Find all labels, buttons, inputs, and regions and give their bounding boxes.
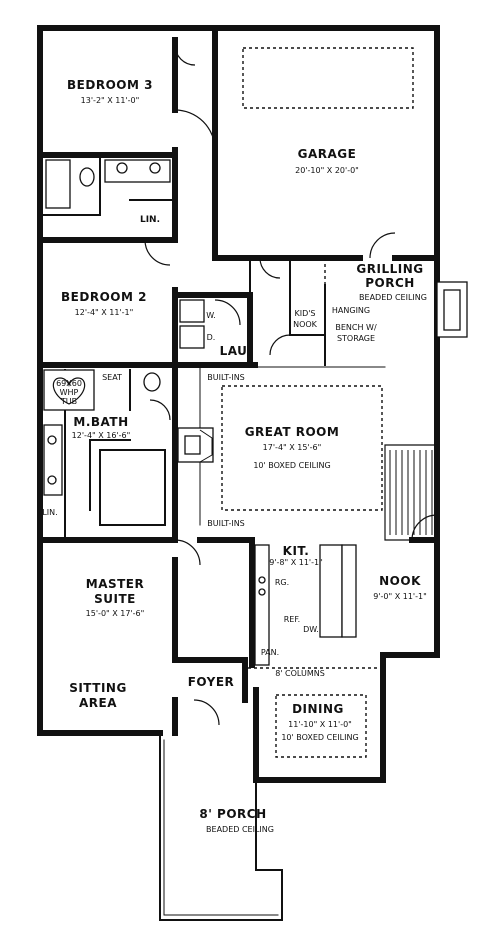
columns-label: 8' COLUMNS	[275, 669, 325, 678]
garage-dims: 20'-10" X 20'-0"	[295, 166, 359, 175]
range-label: RG.	[275, 578, 289, 587]
builtins-bottom-label: BUILT-INS	[207, 519, 245, 528]
door-swings	[144, 44, 438, 726]
tub-label1: 69X60	[56, 379, 82, 388]
kids-nook-line1: KID'S	[294, 309, 315, 318]
dining-dims: 11'-10" X 11'-0"	[288, 720, 352, 729]
great-room-name: GREAT ROOM	[245, 425, 340, 439]
mbath-name: M.BATH	[73, 415, 128, 429]
porch-name: 8' PORCH	[199, 807, 266, 821]
porch-note: BEADED CEILING	[206, 825, 274, 834]
nook-dims: 9'-0" X 11'-1"	[373, 592, 427, 601]
bedroom2-name: BEDROOM 2	[61, 290, 147, 304]
bedroom3-dims: 13'-2" X 11'-0"	[81, 96, 140, 105]
sitting-area-name1: SITTING	[69, 681, 127, 695]
tub-label2: WHP	[60, 388, 79, 397]
sitting-area-name2: AREA	[79, 696, 117, 710]
exterior-walls	[37, 25, 440, 783]
builtins-top-label: BUILT-INS	[207, 373, 245, 382]
bedroom3-name: BEDROOM 3	[67, 78, 153, 92]
foyer-name: FOYER	[188, 675, 235, 689]
lin-top-label: LIN.	[140, 215, 160, 225]
mbath-dims: 12'-4" X 16'-6"	[72, 431, 131, 440]
tub-label3: TUB	[60, 397, 77, 406]
kitchen-name: KIT.	[283, 544, 310, 558]
grilling-porch-name1: GRILLING	[356, 262, 423, 276]
great-room-ceiling: 10' BOXED CEILING	[253, 461, 330, 470]
bedroom2-dims: 12'-4" X 11'-1"	[75, 308, 134, 317]
grilling-porch-note: BEADED CEILING	[359, 293, 427, 302]
dining-boxed-ceiling	[275, 694, 367, 758]
nook-name: NOOK	[379, 574, 421, 588]
dryer-label: D.	[207, 333, 216, 342]
bench-label2: STORAGE	[337, 334, 375, 343]
ref-label: REF.	[284, 615, 300, 624]
master-suite-name2: SUITE	[94, 592, 136, 606]
great-room-boxed-ceiling	[221, 385, 383, 511]
dining-name: DINING	[292, 702, 344, 716]
bench-label1: BENCH W/	[335, 323, 377, 332]
top-bath-fixtures	[45, 159, 171, 209]
front-porch-outline	[159, 732, 283, 921]
hanging-label: HANGING	[332, 306, 370, 315]
master-suite-dims: 15'-0" X 17'-6"	[86, 609, 145, 618]
kitchen-dims: 9'-8" X 11'-1"	[269, 558, 323, 567]
grilling-porch-name2: PORCH	[365, 276, 415, 290]
seat-label: SEAT	[102, 373, 122, 382]
master-suite-name1: MASTER	[86, 577, 145, 591]
great-room-dims: 17'-4" X 15'-6"	[263, 443, 322, 452]
kids-nook-line2: NOOK	[293, 320, 318, 329]
kitchen-counters	[254, 544, 357, 666]
garage-name: GARAGE	[298, 147, 357, 161]
washer-label: W.	[206, 311, 216, 320]
whirlpool-tub	[43, 369, 161, 496]
deck-hatch	[384, 444, 438, 541]
pan-label: PAN.	[261, 648, 279, 657]
laundry-fixtures	[179, 299, 205, 349]
laundry-name: LAU.	[220, 344, 253, 358]
lin-bath-label: LIN.	[42, 508, 57, 517]
fireplace	[177, 427, 214, 463]
garage-storage	[242, 47, 414, 109]
porch-columns	[436, 281, 468, 338]
dining-ceiling: 10' BOXED CEILING	[281, 733, 358, 742]
dw-label: DW.	[303, 625, 319, 634]
